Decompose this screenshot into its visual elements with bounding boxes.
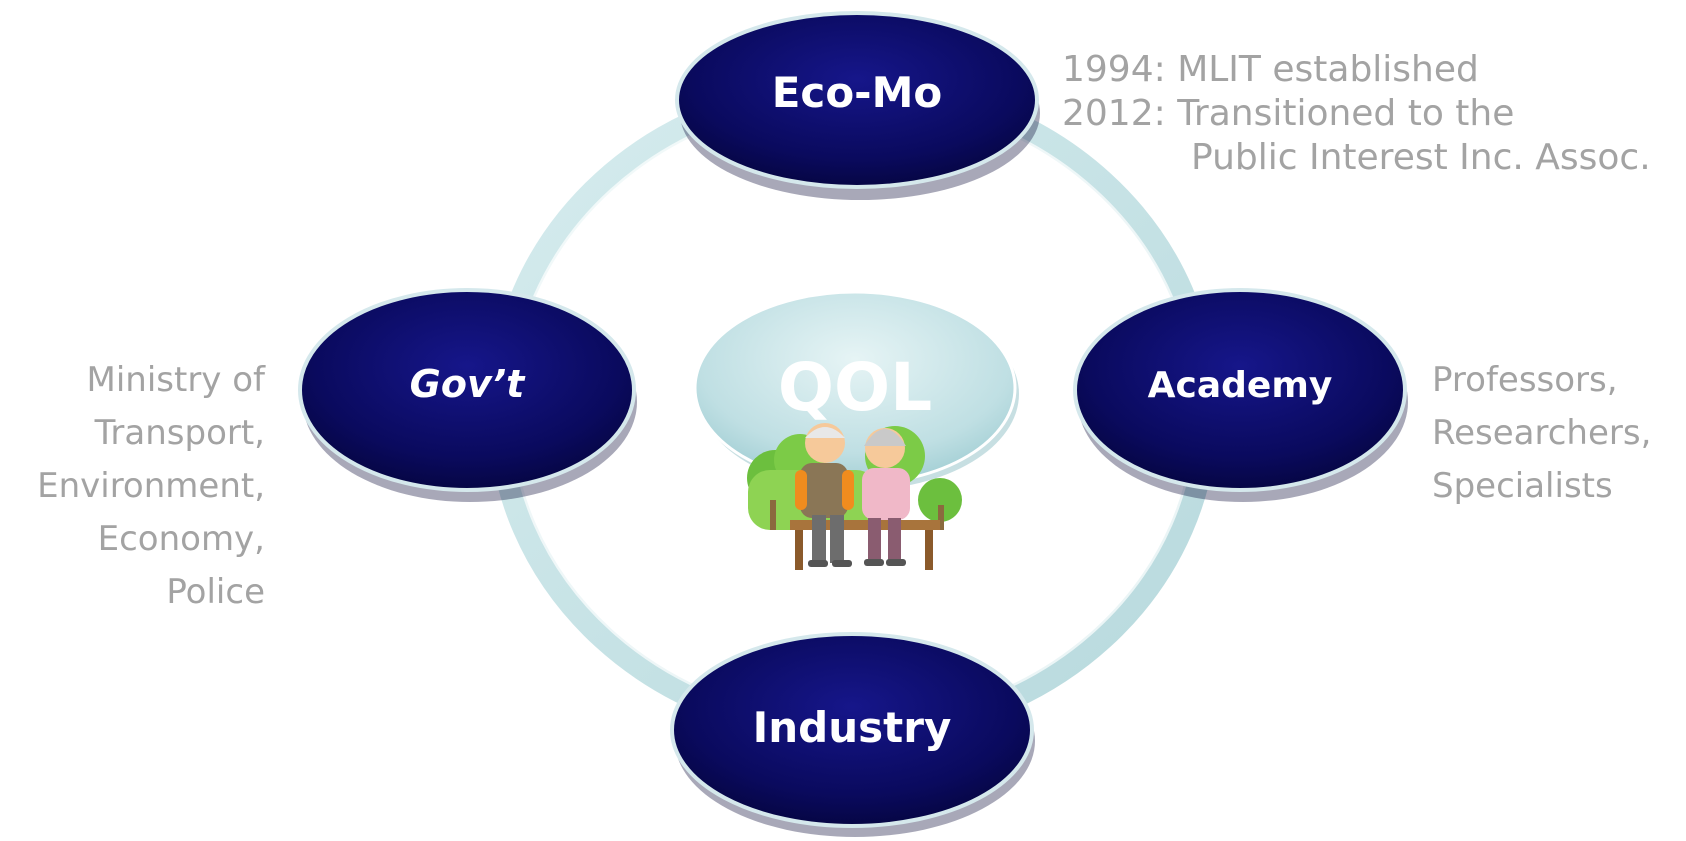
node-industry: Industry [670,632,1035,837]
govt-note-line: Police [166,572,265,612]
govt-note-line: Ministry of [86,360,266,400]
elderly-couple-illustration [747,423,962,570]
eco-mo-history-notes: 1994: MLIT established 2012: Transitione… [1062,48,1651,180]
node-eco-mo: Eco-Mo [675,11,1040,200]
academy-note-line: Researchers, [1432,413,1652,453]
eco-mo-note-line: 2012: Transitioned to the [1062,93,1515,134]
academy-note-line: Professors, [1432,360,1618,400]
node-industry-label: Industry [753,703,952,752]
govt-note-line: Economy, [97,519,265,559]
node-govt: Gov’t [298,288,637,502]
node-academy-label: Academy [1148,365,1333,406]
qol-center: QOL [693,290,1019,490]
eco-mo-note-line: 1994: MLIT established [1062,49,1479,90]
node-govt-label: Gov’t [410,362,527,406]
qol-label: QOL [778,349,932,426]
govt-note-line: Environment, [37,466,265,506]
academy-note-line: Specialists [1432,466,1613,506]
node-eco-mo-label: Eco-Mo [772,68,943,117]
govt-members-notes: Ministry of Transport, Environment, Econ… [0,354,265,619]
node-academy: Academy [1073,288,1408,502]
govt-note-line: Transport, [94,413,265,453]
eco-mo-note-line: Public Interest Inc. Assoc. [1191,137,1651,178]
academy-members-notes: Professors, Researchers, Specialists [1432,354,1651,513]
